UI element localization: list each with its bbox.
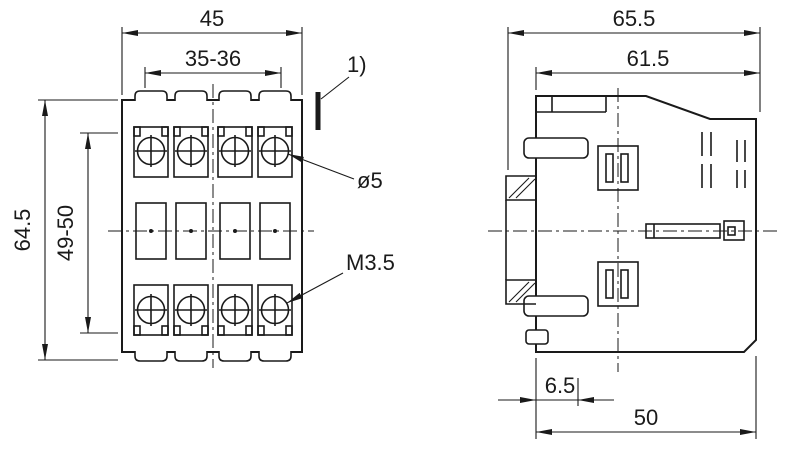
upper-terminal-cover bbox=[523, 137, 589, 159]
dim-overall-depth-label: 65.5 bbox=[613, 6, 656, 31]
dim-overall-height: 64.5 bbox=[10, 99, 118, 361]
hole-diameter-label: ø5 bbox=[357, 168, 383, 193]
dim-overall-width-label: 45 bbox=[200, 6, 224, 31]
callout-terminal-screw: M3.5 bbox=[286, 250, 395, 304]
dim-mount-depth: 50 bbox=[536, 356, 757, 439]
terminal-screw-top-2 bbox=[173, 126, 209, 178]
top-terminal-bumps bbox=[134, 90, 292, 101]
terminal-screw-top-3 bbox=[217, 126, 253, 178]
dim-rail-offset-label: 6.5 bbox=[545, 373, 576, 398]
din-rail-section bbox=[505, 175, 536, 305]
terminal-screw-bottom-4 bbox=[257, 284, 293, 336]
note-ref-label: 1) bbox=[347, 52, 367, 77]
terminal-screw-label: M3.5 bbox=[346, 250, 395, 275]
dim-mount-depth-label: 50 bbox=[634, 405, 658, 430]
top-terminal-row bbox=[133, 126, 293, 178]
dim-mounting-width: 35-36 bbox=[144, 46, 282, 88]
front-view: 45 35-36 64.5 49-50 1) ø5 bbox=[10, 6, 395, 368]
dim-rail-offset: 6.5 bbox=[498, 358, 614, 439]
lower-terminal-cover bbox=[523, 295, 589, 317]
dim-overall-depth: 65.5 bbox=[507, 6, 761, 170]
dim-mounting-width-label: 35-36 bbox=[185, 46, 241, 71]
side-view: 65.5 61.5 6.5 50 bbox=[488, 6, 778, 439]
dim-mounting-height: 49-50 bbox=[53, 132, 118, 334]
callout-hole-diameter: ø5 bbox=[287, 153, 383, 193]
top-step-lines bbox=[536, 96, 607, 113]
window-center-marks bbox=[149, 229, 277, 233]
dim-mounting-height-label: 49-50 bbox=[53, 205, 78, 261]
dim-body-depth: 61.5 bbox=[535, 46, 760, 90]
terminal-screw-bottom-2 bbox=[173, 284, 209, 336]
dim-body-depth-label: 61.5 bbox=[627, 46, 670, 71]
terminal-screw-bottom-1 bbox=[133, 284, 169, 336]
terminal-screw-bottom-3 bbox=[217, 284, 253, 336]
rail-clip-tab bbox=[525, 329, 549, 345]
terminal-screw-top-4 bbox=[257, 126, 293, 178]
callout-note-ref: 1) bbox=[315, 52, 367, 130]
bottom-terminal-bumps bbox=[134, 351, 292, 362]
bottom-terminal-row bbox=[133, 284, 293, 336]
vent-slots bbox=[701, 132, 746, 188]
dim-overall-width: 45 bbox=[121, 6, 303, 95]
terminal-screw-top-1 bbox=[133, 126, 169, 178]
dim-overall-height-label: 64.5 bbox=[10, 209, 35, 252]
